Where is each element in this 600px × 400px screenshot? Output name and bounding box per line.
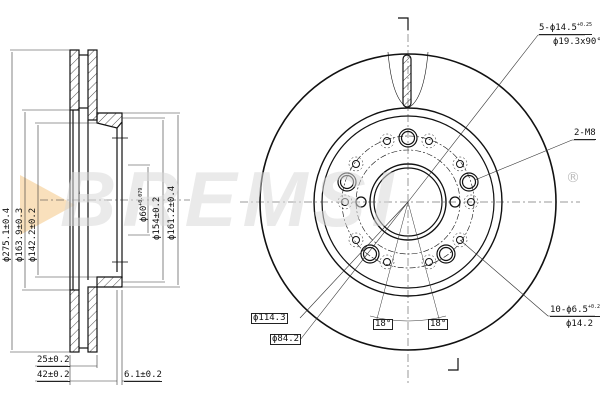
dim-angle-right: 18°	[428, 319, 449, 330]
callout-threads: 2-M8	[574, 128, 596, 140]
callout-small-holes-counterbore: ϕ14.2	[566, 319, 594, 329]
dim-pcd-84: ϕ84.2	[270, 334, 302, 345]
dim-hat-inner-diameter: ϕ142.2±0.2	[28, 207, 38, 262]
callout-small-holes-tol: +0.25	[587, 304, 600, 310]
dim-center-bore-value: ϕ60	[139, 205, 149, 222]
dim-hat-thickness: 6.1±0.2	[124, 370, 162, 382]
callout-stud-holes-tol: +0.25	[576, 22, 592, 28]
dim-154: ϕ154±0.2	[152, 196, 162, 240]
callout-stud-holes-text: 5-ϕ14.5	[539, 23, 577, 33]
dim-angle-left: 18°	[373, 319, 394, 330]
dim-thickness: 25±0.2	[37, 355, 70, 367]
dim-hat-outer-diameter: ϕ163.9±0.3	[15, 207, 25, 262]
front-view	[240, 17, 595, 385]
dim-161: ϕ161.2±0.4	[167, 185, 177, 240]
callout-small-holes-text: 10-ϕ6.5	[550, 305, 588, 315]
dim-center-bore: ϕ60+0.079	[138, 187, 149, 222]
brand-accent-shape	[20, 175, 75, 235]
registered-mark: ®	[566, 170, 580, 186]
callout-stud-chamfer: ϕ19.3x90°	[553, 37, 600, 47]
dim-pcd-114: ϕ114.3	[251, 313, 288, 324]
side-section-view	[69, 49, 128, 353]
callout-small-holes: 10-ϕ6.5+0.25	[550, 305, 600, 317]
callout-stud-holes: 5-ϕ14.5+0.25	[539, 23, 592, 35]
dim-outer-diameter: ϕ275.1±0.4	[2, 207, 12, 262]
dim-height: 42±0.2	[37, 370, 70, 382]
dim-center-bore-tol: +0.079	[138, 187, 144, 206]
